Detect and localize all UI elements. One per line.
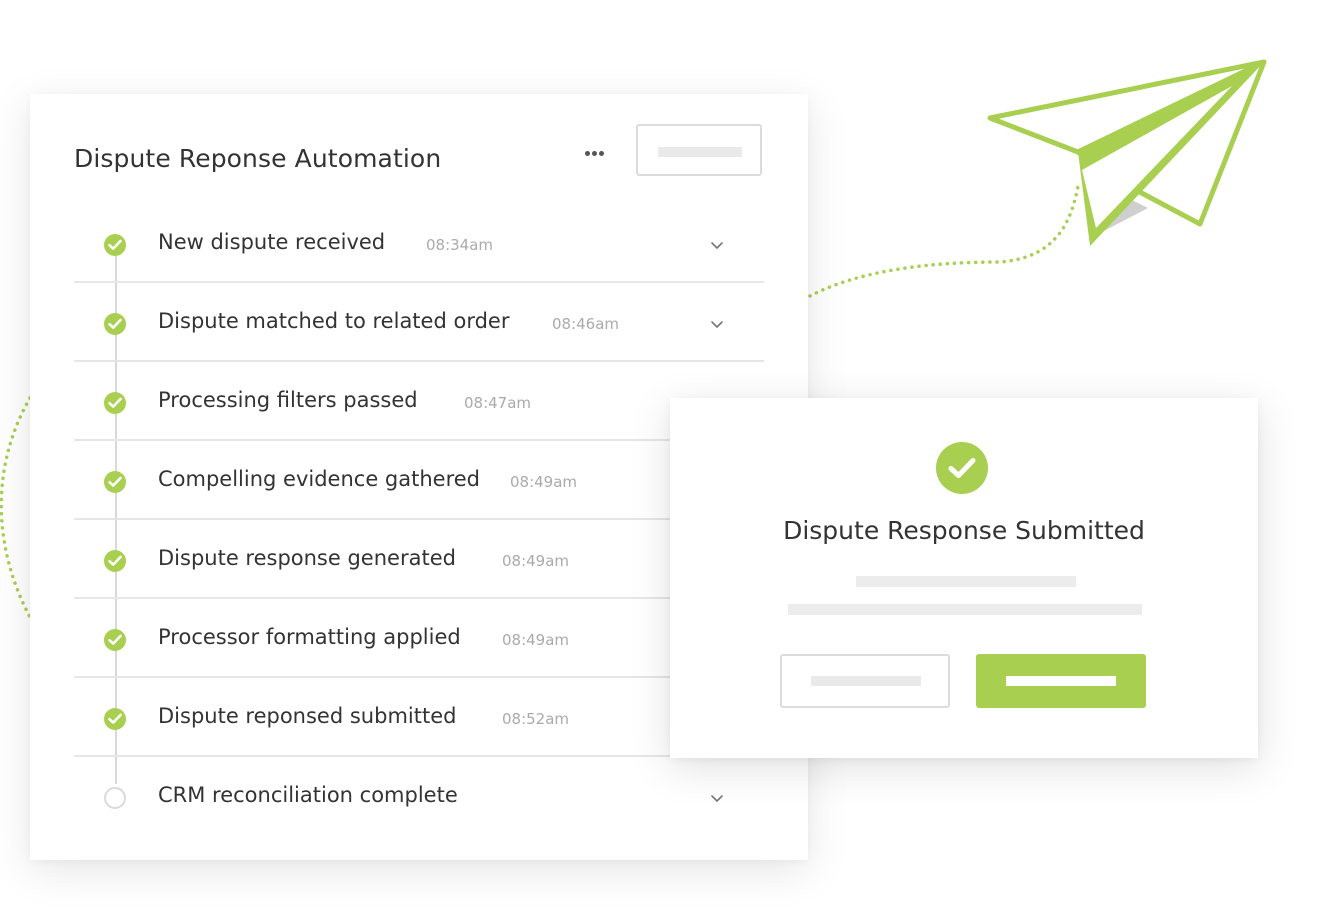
step-time: 08:49am bbox=[510, 473, 578, 491]
text-placeholder-line bbox=[788, 604, 1142, 615]
step-row[interactable]: Dispute reponsed submitted 08:52am bbox=[74, 678, 764, 757]
panel-title: Dispute Reponse Automation bbox=[74, 144, 442, 173]
check-circle-icon bbox=[104, 471, 126, 493]
step-label: Dispute response generated bbox=[158, 546, 456, 570]
step-row[interactable]: New dispute received 08:34am bbox=[74, 204, 764, 283]
step-row[interactable]: Processor formatting applied 08:49am bbox=[74, 599, 764, 678]
check-circle-icon bbox=[104, 392, 126, 414]
check-circle-icon bbox=[104, 234, 126, 256]
step-time: 08:34am bbox=[426, 236, 494, 254]
step-row[interactable]: Compelling evidence gathered 08:49am bbox=[74, 441, 764, 520]
step-label: Dispute matched to related order bbox=[158, 309, 510, 333]
empty-circle-icon bbox=[104, 787, 126, 809]
step-label: Dispute reponsed submitted bbox=[158, 704, 457, 728]
check-circle-icon bbox=[104, 629, 126, 651]
check-circle-icon bbox=[104, 550, 126, 572]
check-circle-icon bbox=[104, 313, 126, 335]
header-action-button[interactable] bbox=[636, 124, 762, 176]
step-row[interactable]: CRM reconciliation complete bbox=[74, 757, 764, 834]
step-time: 08:46am bbox=[552, 315, 620, 333]
step-time: 08:52am bbox=[502, 710, 570, 728]
secondary-button[interactable] bbox=[780, 654, 950, 708]
timeline-connector bbox=[115, 246, 117, 784]
step-time: 08:49am bbox=[502, 631, 570, 649]
chevron-down-icon[interactable] bbox=[710, 317, 724, 331]
modal-title: Dispute Response Submitted bbox=[783, 516, 1145, 545]
button-label-placeholder bbox=[658, 147, 742, 157]
submitted-modal: Dispute Response Submitted bbox=[670, 398, 1258, 758]
step-row[interactable]: Dispute response generated 08:49am bbox=[74, 520, 764, 599]
check-circle-icon bbox=[104, 708, 126, 730]
step-label: New dispute received bbox=[158, 230, 386, 254]
text-placeholder-line bbox=[856, 576, 1076, 587]
check-circle-icon bbox=[936, 442, 988, 494]
step-label: Processing filters passed bbox=[158, 388, 418, 412]
step-label: CRM reconciliation complete bbox=[158, 783, 458, 807]
chevron-down-icon[interactable] bbox=[710, 238, 724, 252]
primary-button[interactable] bbox=[976, 654, 1146, 708]
step-label: Compelling evidence gathered bbox=[158, 467, 481, 491]
step-label: Processor formatting applied bbox=[158, 625, 461, 649]
more-options-button[interactable] bbox=[582, 146, 606, 160]
step-time: 08:49am bbox=[502, 552, 570, 570]
button-label-placeholder bbox=[811, 676, 921, 686]
step-row[interactable]: Dispute matched to related order 08:46am bbox=[74, 283, 764, 362]
paper-plane-icon bbox=[987, 59, 1267, 246]
chevron-down-icon[interactable] bbox=[710, 791, 724, 805]
steps-list: New dispute received 08:34am Dispute mat… bbox=[74, 204, 764, 834]
button-label-placeholder bbox=[1006, 676, 1116, 686]
dotted-path-right bbox=[808, 184, 1080, 298]
more-dots-icon bbox=[584, 150, 590, 156]
step-time: 08:47am bbox=[464, 394, 532, 412]
step-row[interactable]: Processing filters passed 08:47am bbox=[74, 362, 764, 441]
